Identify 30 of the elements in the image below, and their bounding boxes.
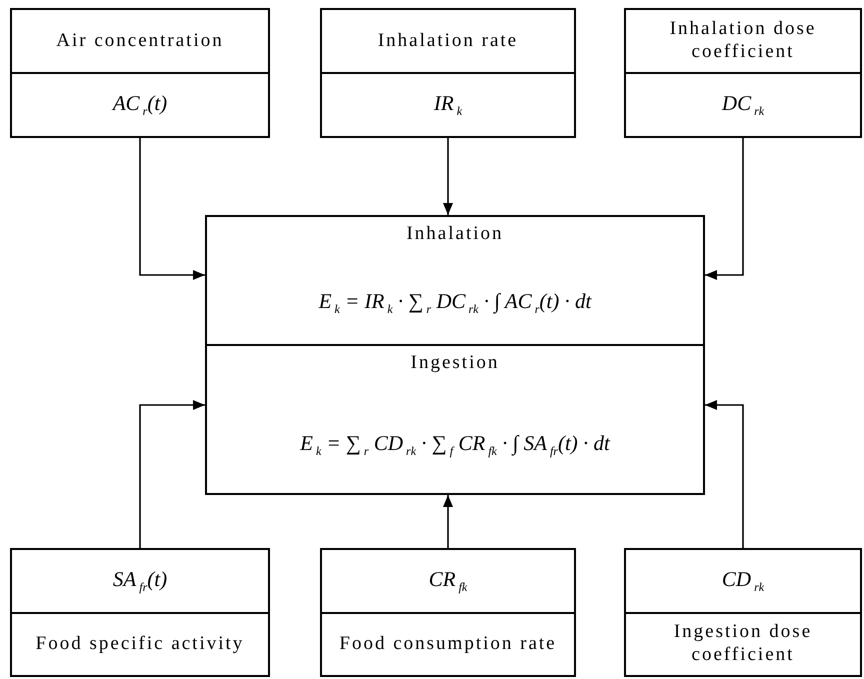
formula: CR$_{fk}$ <box>428 566 468 595</box>
formula: DC$_{rk}$ <box>722 91 764 119</box>
arrow <box>443 138 453 215</box>
process-box <box>320 548 576 677</box>
formula: E$_{k}$ = ∑$_{r}$ CD$_{rk}$ · ∑$_{f}$ CR$_{fk}$ · ∫ SA$_{fr}$(t) · dt <box>300 431 610 460</box>
process-box <box>624 548 862 677</box>
parameter-label: Inhalation <box>406 223 504 246</box>
process-box <box>205 344 705 495</box>
formula: IR$_{k}$ <box>434 91 462 119</box>
process-box <box>10 548 270 677</box>
formula: CD$_{rk}$ <box>722 566 764 595</box>
parameter-label: Food consumption rate <box>339 632 557 656</box>
arrow <box>139 400 205 548</box>
formula: E$_{k}$ = IR$_{k}$ · ∑$_{r}$ DC$_{rk}$ · ∫ AC$_{r}$(t) · dt <box>318 288 592 317</box>
parameter-label: Inhalation dose coefficient <box>668 18 818 64</box>
process-box <box>205 215 705 346</box>
parameter-label: Ingestion <box>410 352 500 375</box>
formula: SA$_{fr}$(t) <box>112 566 168 595</box>
parameter-label: Food specific activity <box>36 632 244 656</box>
arrow <box>443 495 453 548</box>
parameter-label: Inhalation rate <box>378 30 518 52</box>
parameter-label: Air concentration <box>56 30 224 52</box>
parameter-label: Ingestion dose coefficient <box>672 621 814 668</box>
process-box <box>624 8 862 138</box>
arrow <box>139 138 205 280</box>
arrow <box>705 400 744 548</box>
process-box <box>10 8 270 138</box>
process-box <box>320 8 576 138</box>
formula: AC$_{r}$(t) <box>112 91 168 119</box>
arrow <box>705 138 744 280</box>
